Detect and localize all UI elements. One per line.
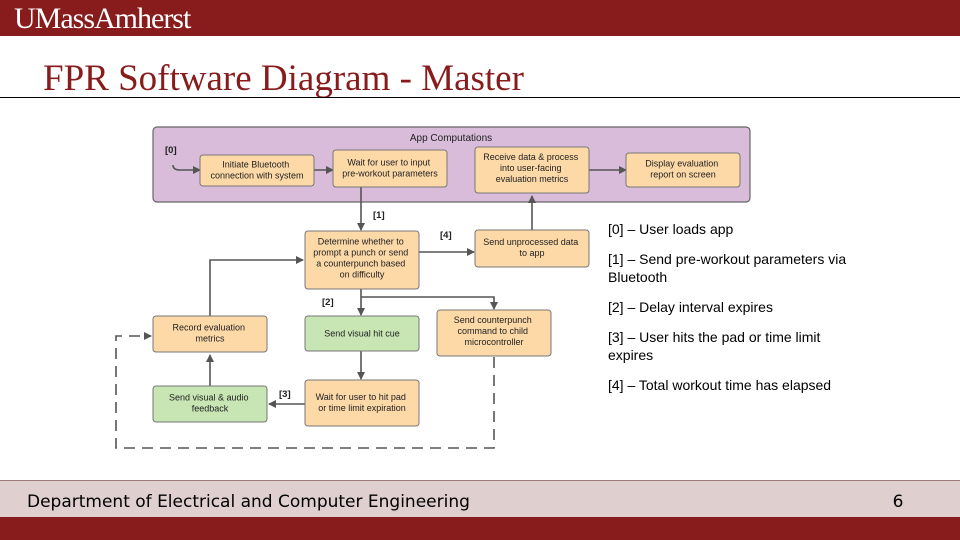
legend-item: [2] – Delay interval expires <box>608 299 773 315</box>
node-wait-hit-label: Wait for user to hit pad or time limit e… <box>316 392 409 413</box>
node-record-metrics <box>152 315 268 353</box>
group-title: App Computations <box>410 133 492 144</box>
node-send-visual-cue <box>304 315 420 352</box>
umass-amherst-logo: UMassAmherst <box>14 2 191 35</box>
step-label-0: [0] <box>165 145 177 156</box>
department-name: Department of Electrical and Computer En… <box>27 492 470 512</box>
connector-start <box>172 164 201 174</box>
node-receive-data <box>474 146 590 194</box>
title-divider <box>0 97 960 98</box>
step-label-4: [4] <box>440 230 452 241</box>
slide-title: FPR Software Diagram - Master <box>43 58 524 99</box>
node-send-feedback <box>152 385 268 423</box>
node-receive-data-label: Receive data & process into user-facing … <box>483 152 581 184</box>
node-display-report-label: Display evaluation report on screen <box>645 159 721 180</box>
legend-item: [3] – User hits the pad or time limit ex… <box>608 329 821 363</box>
page-number: 6 <box>892 492 904 512</box>
node-determine-prompt <box>304 230 420 290</box>
node-wait-parameters <box>332 149 448 188</box>
connector-determine-to-counterpunch <box>361 296 498 310</box>
node-initiate-bluetooth <box>199 154 315 187</box>
legend-item: [1] – Send pre-workout parameters via Bl… <box>608 251 847 285</box>
dashed-counterpunch-loop <box>115 332 495 449</box>
connector-record-to-determine <box>209 256 304 316</box>
node-wait-parameters-label: Wait for user to input pre-workout param… <box>342 158 438 179</box>
node-display-report <box>625 152 741 188</box>
footer-band <box>0 480 960 517</box>
step-legend: [0] – User loads app [1] – Send pre-work… <box>608 220 858 406</box>
bottom-banner <box>0 517 960 540</box>
step-label-3: [3] <box>279 389 291 400</box>
step-label-2: [2] <box>322 297 334 308</box>
step-label-1: [1] <box>373 210 385 221</box>
node-send-counterpunch-label: Send counterpunch command to child micro… <box>454 315 535 347</box>
node-record-metrics-label: Record evaluation metrics <box>172 323 247 344</box>
node-send-unprocessed <box>474 229 590 268</box>
node-wait-hit <box>304 379 420 427</box>
node-send-counterpunch <box>436 309 552 357</box>
legend-item: [0] – User loads app <box>608 221 734 237</box>
node-initiate-bluetooth-label: Initiate Bluetooth connection with syste… <box>210 160 303 181</box>
node-determine-prompt-label: Determine whether to prompt a punch or s… <box>313 237 411 280</box>
node-send-feedback-label: Send visual & audio feedback <box>169 393 251 414</box>
legend-item: [4] – Total workout time has elapsed <box>608 377 832 393</box>
top-banner <box>0 0 960 36</box>
node-send-visual-cue-label: Send visual hit cue <box>324 329 400 339</box>
node-send-unprocessed-label: Send unprocessed data to app <box>483 237 581 258</box>
